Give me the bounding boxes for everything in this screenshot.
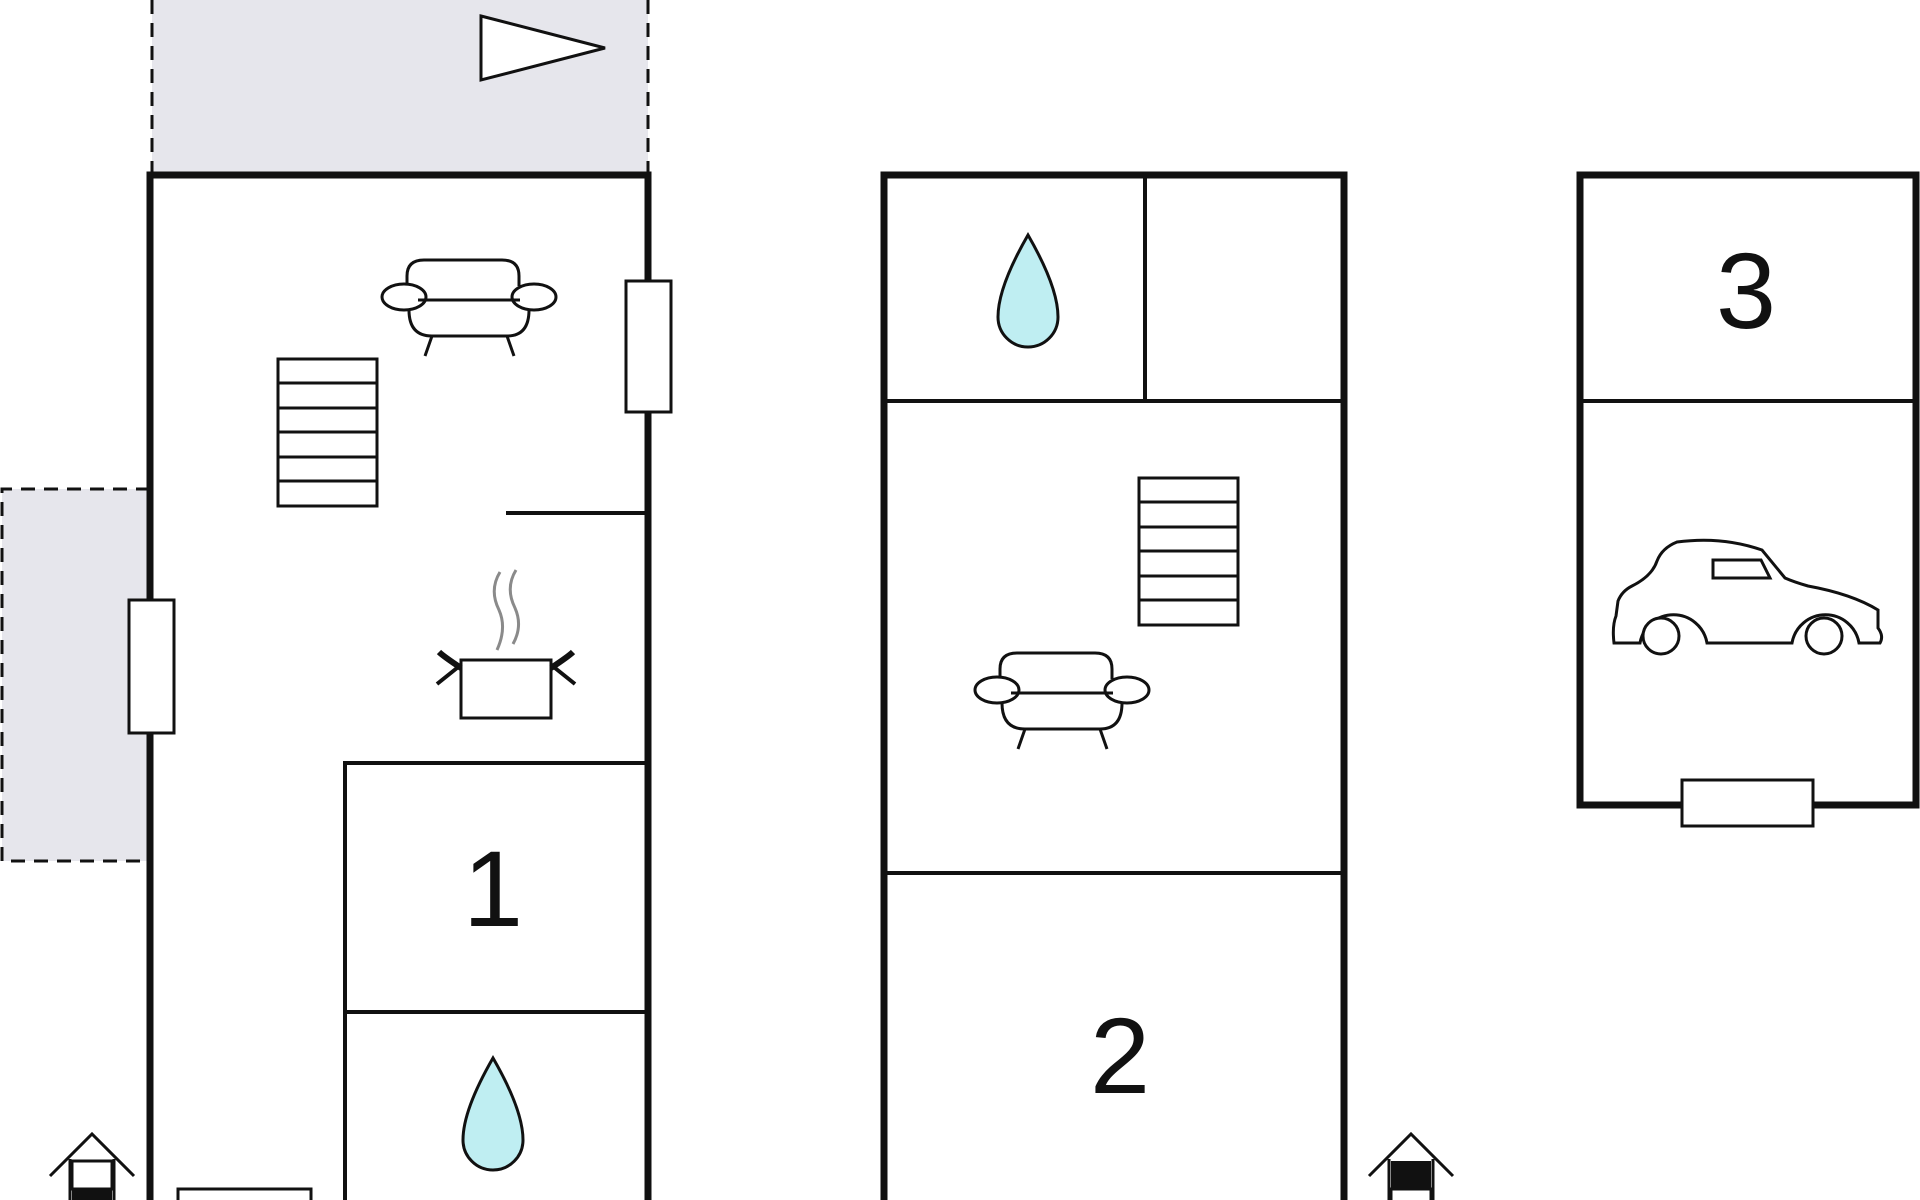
building-2 <box>880 171 1348 1200</box>
cooking-pot-icon <box>435 569 577 720</box>
terrace-top <box>150 0 650 172</box>
room-number-1: 1 <box>463 828 523 949</box>
window <box>624 279 673 414</box>
sofa-icon <box>973 651 1151 750</box>
window <box>127 598 176 735</box>
entrance-house-icon <box>48 1131 136 1200</box>
water-drop-icon <box>461 1054 525 1172</box>
north-arrow-icon <box>479 14 606 82</box>
entrance-house-icon <box>1367 1131 1455 1200</box>
window <box>1680 778 1815 828</box>
terrace-left <box>0 487 150 863</box>
building-1 <box>146 171 652 1200</box>
sofa-icon <box>380 258 558 357</box>
room-number-3: 3 <box>1716 230 1776 351</box>
window <box>176 1187 313 1200</box>
water-drop-icon <box>996 231 1060 349</box>
car-icon <box>1611 538 1884 656</box>
room-number-2: 2 <box>1090 995 1150 1116</box>
bed-icon <box>1137 476 1240 627</box>
bed-icon <box>276 357 379 508</box>
